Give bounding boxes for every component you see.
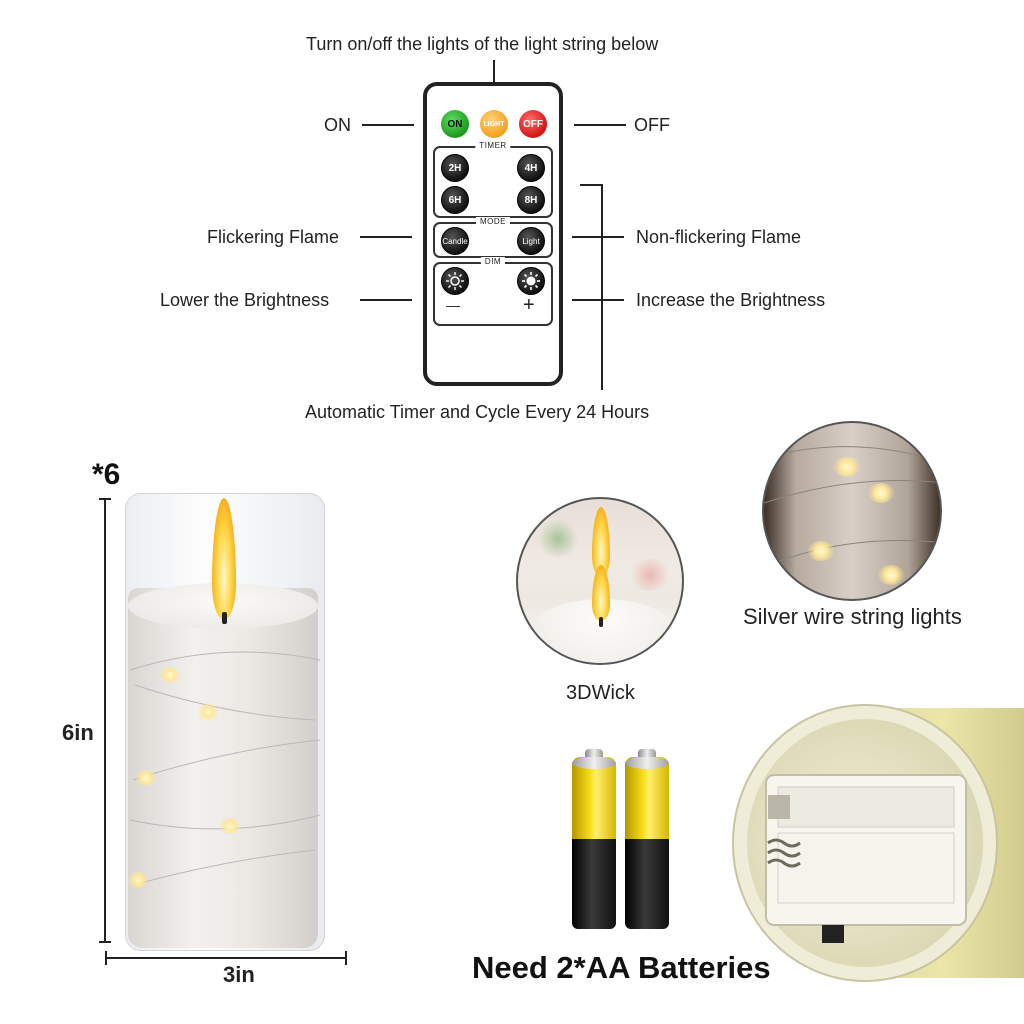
timer-panel: TIMER 2H 4H 6H 8H: [433, 141, 553, 218]
on-callout-line: [362, 124, 414, 126]
candle-body: [128, 588, 318, 948]
top-pointer-line: [493, 60, 495, 82]
dim-panel: DIM —: [433, 257, 553, 326]
timer-2h-button[interactable]: 2H: [441, 154, 469, 182]
dim-title: DIM: [480, 257, 506, 266]
width-dimension-line: [105, 957, 347, 959]
string-light-bulb: [220, 818, 240, 834]
sun-bright-icon: [522, 272, 540, 290]
increase-callout-line: [572, 299, 624, 301]
string-light-bulb: [160, 667, 180, 683]
timer-bracket-top: [580, 184, 602, 186]
off-callout-line: [574, 124, 626, 126]
dim-down-button[interactable]: [441, 267, 469, 295]
bottom-caption: Automatic Timer and Cycle Every 24 Hours: [305, 402, 650, 422]
aa-battery: [625, 749, 669, 929]
wick-caption: 3DWick: [566, 682, 635, 704]
sun-dim-icon: [446, 272, 464, 290]
mode-panel: MODE Candle Light: [433, 217, 553, 258]
width-dimension-cap-right: [345, 951, 347, 965]
battery-caption: Need 2*AA Batteries: [472, 950, 771, 985]
string-light-detail-image: [762, 421, 942, 601]
dim-up-button[interactable]: [517, 267, 545, 295]
timer-8h-button[interactable]: 8H: [517, 186, 545, 214]
lower-callout: Lower the Brightness: [160, 290, 330, 310]
minus-sign: —: [446, 297, 460, 313]
battery-compartment-image: [730, 703, 1024, 993]
timer-bracket-vertical: [601, 184, 603, 390]
quantity-label: *6: [92, 458, 121, 491]
timer-6h-button[interactable]: 6H: [441, 186, 469, 214]
flickering-callout: Flickering Flame: [207, 227, 340, 247]
string-light-caption: Silver wire string lights: [743, 604, 962, 629]
width-label: 3in: [223, 962, 255, 987]
mode-title: MODE: [476, 217, 510, 226]
height-dimension-cap-top: [99, 498, 111, 500]
timer-title: TIMER: [475, 141, 511, 150]
light-mode-button[interactable]: Light: [517, 227, 545, 255]
increase-callout: Increase the Brightness: [636, 290, 826, 310]
non-flickering-callout: Non-flickering Flame: [636, 227, 802, 247]
candle-wick: [222, 612, 227, 624]
timer-4h-button[interactable]: 4H: [517, 154, 545, 182]
lower-callout-line: [360, 299, 412, 301]
width-dimension-cap-left: [105, 951, 107, 965]
plus-sign: +: [523, 294, 535, 316]
height-dimension-cap-bottom: [99, 941, 111, 943]
on-callout: ON: [324, 115, 351, 135]
flickering-callout-line: [360, 236, 412, 238]
off-button[interactable]: OFF: [519, 110, 547, 138]
height-label: 6in: [62, 720, 94, 745]
light-button[interactable]: LIGHT: [480, 110, 508, 138]
height-dimension-line: [104, 498, 106, 943]
string-light-bulb: [198, 704, 218, 720]
non-flickering-callout-line: [572, 236, 624, 238]
top-caption: Turn on/off the lights of the light stri…: [306, 34, 659, 54]
candle-mode-button[interactable]: Candle: [441, 227, 469, 255]
off-callout: OFF: [634, 115, 670, 135]
string-light-wire: [129, 651, 321, 886]
wick-detail-image: [516, 497, 684, 665]
remote-control: ON LIGHT OFF TIMER 2H 4H 6H 8H MODE Cand…: [423, 82, 563, 386]
on-button[interactable]: ON: [441, 110, 469, 138]
string-light-bulb: [128, 872, 148, 888]
aa-battery: [572, 749, 616, 929]
string-light-bulb: [136, 770, 156, 786]
